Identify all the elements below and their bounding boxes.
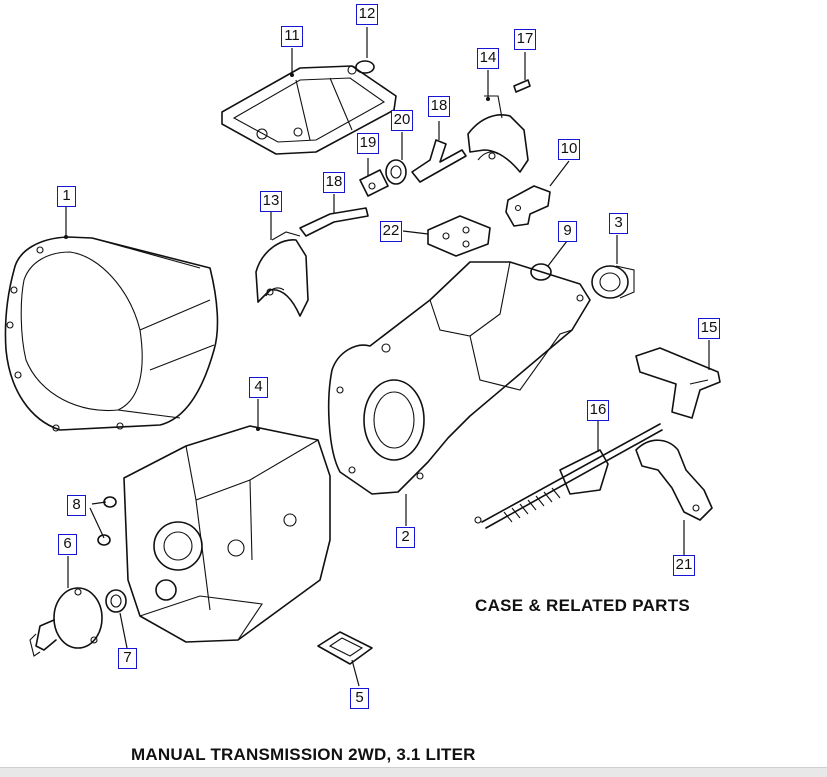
part-extension-housing — [327, 261, 591, 495]
callout-17[interactable]: 17 — [514, 29, 536, 50]
callout-2[interactable]: 2 — [396, 527, 415, 548]
part-bell-housing — [4, 236, 219, 432]
callout-15[interactable]: 15 — [698, 318, 720, 339]
part-shift-fork-left — [255, 231, 309, 317]
callout-7[interactable]: 7 — [118, 648, 137, 669]
callout-13[interactable]: 13 — [260, 191, 282, 212]
part-shift-fork-top — [467, 95, 529, 173]
part-gasket — [317, 631, 373, 665]
part-shift-lever — [635, 347, 721, 419]
callout-22[interactable]: 22 — [380, 221, 402, 242]
callout-8[interactable]: 8 — [67, 495, 86, 516]
callout-10[interactable]: 10 — [558, 139, 580, 160]
part-shift-rail-lower — [299, 207, 369, 237]
part-bearing-retainer — [591, 265, 635, 299]
callout-5[interactable]: 5 — [350, 688, 369, 709]
leader-lines — [64, 27, 710, 687]
part-detent-ring — [385, 159, 407, 185]
callout-4[interactable]: 4 — [249, 377, 268, 398]
callout-6[interactable]: 6 — [58, 534, 77, 555]
part-transmission-case — [123, 425, 331, 643]
callout-1[interactable]: 1 — [57, 186, 76, 207]
part-pin — [513, 79, 531, 93]
callout-19[interactable]: 19 — [357, 133, 379, 154]
part-seal-ring — [355, 60, 375, 74]
part-plugs — [97, 496, 117, 546]
diagram-title: MANUAL TRANSMISSION 2WD, 3.1 LITER — [131, 745, 476, 764]
part-bracket — [505, 185, 551, 227]
part-gasket-ring — [530, 263, 552, 281]
callout-3[interactable]: 3 — [609, 213, 628, 234]
part-lever-bracket — [635, 439, 713, 521]
part-shift-rod — [474, 423, 663, 529]
callout-18-lower[interactable]: 18 — [323, 172, 345, 193]
part-input-shaft-retainer — [29, 587, 103, 657]
callout-11[interactable]: 11 — [281, 26, 303, 47]
callout-12[interactable]: 12 — [356, 4, 378, 25]
callout-21[interactable]: 21 — [673, 555, 695, 576]
callout-18-upper[interactable]: 18 — [428, 96, 450, 117]
callout-20[interactable]: 20 — [391, 110, 413, 131]
part-shift-rail-upper — [411, 139, 467, 183]
part-plate — [427, 215, 491, 257]
callout-9[interactable]: 9 — [558, 221, 577, 242]
part-interlock-block — [359, 169, 389, 197]
callout-16[interactable]: 16 — [587, 400, 609, 421]
part-seal — [105, 589, 127, 613]
callout-14[interactable]: 14 — [477, 48, 499, 69]
bottom-scroll-strip — [0, 767, 827, 777]
section-caption: CASE & RELATED PARTS — [475, 596, 691, 615]
